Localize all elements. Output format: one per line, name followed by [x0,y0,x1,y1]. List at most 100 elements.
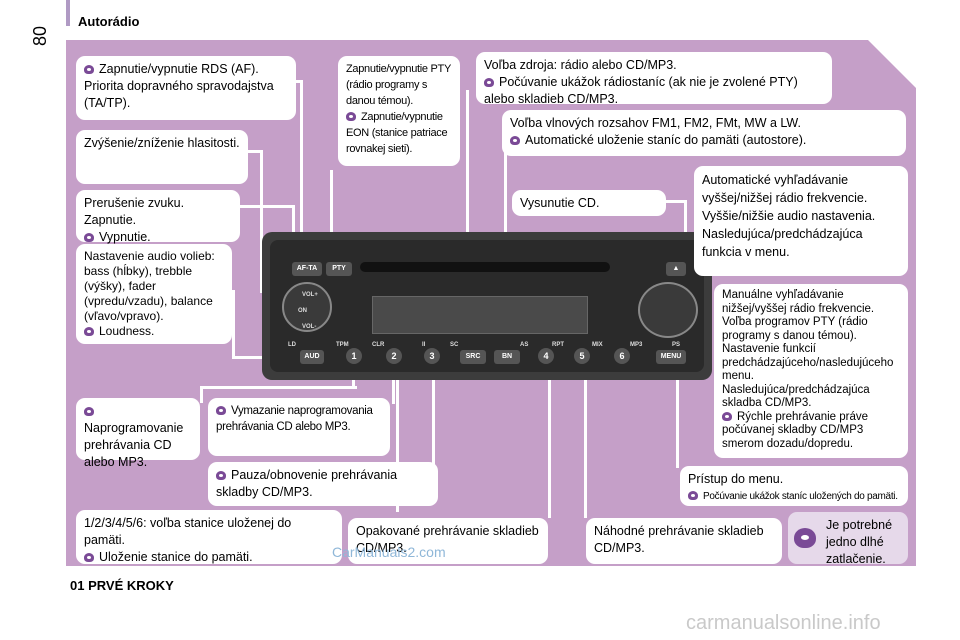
droplet-icon [84,233,94,242]
bn-button[interactable]: BN [494,350,520,364]
pointer-line [676,372,683,468]
preset-6-button[interactable]: 6 [614,348,630,364]
preset-1-button[interactable]: 1 [346,348,362,364]
callout-text: 1/2/3/4/5/6: voľba stanice uloženej do p… [84,516,292,547]
droplet-icon [346,112,356,121]
callout-audio: Nastavenie audio volieb: bass (hĺbky), t… [76,244,232,344]
vol-plus-label: VOL+ [302,292,318,298]
droplet-icon [794,528,816,548]
pointer-line [396,372,403,512]
callout-repeat: Opakované prehrávanie skladieb CD/MP3. [348,518,548,564]
callout-menu: Prístup do menu. Počúvanie ukážok staníc… [680,466,908,506]
pointer-line [352,372,359,388]
callout-manual-search: Manuálne vyhľadávanie nižšej/vyššej rádi… [714,284,908,458]
pointer-line [330,170,339,256]
callout-subtext: Rýchle prehrávanie práve počúvanej sklad… [722,410,869,450]
callout-pty: Zapnutie/vypnutie PTY (rádio programy s … [338,56,460,166]
pointer-line [392,372,399,404]
callout-text: Pauza/obnovenie prehrávania skladby CD/M… [216,468,398,499]
callout-text: Prerušenie zvuku. Zapnutie. [84,196,185,227]
callout-text: Je potrebné jedno dlhé zatlačenie. [826,518,893,566]
droplet-icon [84,327,94,336]
callout-pause: Pauza/obnovenie prehrávania skladby CD/M… [208,462,438,506]
pointer-line [584,372,591,518]
callout-hint: Je potrebné jedno dlhé zatlačenie. [788,512,908,566]
callout-text: Naprogramovanie prehrávania CD alebo MP3… [84,421,184,469]
callout-rds: Zapnutie/vypnutie RDS (AF). Priorita dop… [76,56,296,120]
clr-label: CLR [372,342,385,348]
callout-volume: Zvýšenie/zníženie hlasitosti. [76,130,248,184]
droplet-icon [216,471,226,480]
callout-text: Náhodné prehrávanie skladieb CD/MP3. [594,524,764,555]
af-ta-button[interactable]: AF-TA [292,262,322,276]
header-accent-bar [66,0,70,26]
callout-auto-search: Automatické vyhľadávanie vyššej/nižšej r… [694,166,908,276]
pointer-line [200,386,357,403]
preset-3-button[interactable]: 3 [424,348,440,364]
watermark: carmanualsonline.info [686,612,881,634]
droplet-icon [84,553,94,562]
callout-text: Automatické vyhľadávanie vyššej/nižšej r… [702,173,868,205]
callout-text: Vymazanie naprogramovania prehrávania CD… [216,405,373,433]
rpt-label: RPT [552,342,564,348]
droplet-icon [216,406,226,415]
page-header-title: Autorádio [78,14,140,29]
navigation-ring[interactable] [638,282,698,338]
pointer-line [432,372,439,468]
droplet-icon [84,407,94,416]
aud-button[interactable]: AUD [300,350,324,364]
callout-subtext: Počúvanie ukážok rádiostaníc (ak nie je … [484,75,798,106]
radio-display [372,296,588,334]
preset-5-button[interactable]: 5 [574,348,590,364]
callout-subtext: Zapnutie/vypnutie EON (stanice patriace … [346,111,448,155]
preset-2-button[interactable]: 2 [386,348,402,364]
callout-subtext: Automatické uloženie staníc do pamäti (a… [525,133,807,147]
callout-text: Zapnutie/vypnutie PTY (rádio programy s … [346,63,451,107]
on-label: ON [298,308,307,314]
page-number: 80 [30,25,50,46]
callout-subtext: Priorita dopravného spravodajstva (TA/TP… [84,79,274,110]
callout-line: Vyššie/nižšie audio nastavenia. [702,209,876,223]
menu-button[interactable]: MENU [656,350,686,364]
droplet-icon [510,136,520,145]
callout-text: Zvýšenie/zníženie hlasitosti. [84,136,240,150]
callout-reprogram: Naprogramovanie prehrávania CD alebo MP3… [76,398,200,469]
pointer-line [548,372,555,518]
src-button[interactable]: SRC [460,350,486,364]
callout-line: Nastavenie funkcií predchádzajúceho/nasl… [722,343,894,382]
pointer-line [248,150,263,293]
sc-label: SC [450,342,459,348]
callout-eject: Vysunutie CD. [512,190,666,216]
pointer-line [290,80,303,259]
callout-line: Manuálne vyhľadávanie nižšej/vyššej rádi… [722,289,875,315]
as-label: AS [520,342,529,348]
callout-text: Vysunutie CD. [520,196,600,210]
cd-slot[interactable] [360,262,610,272]
callout-mute: Prerušenie zvuku. Zapnutie. Vypnutie. [76,190,240,244]
callout-text: Voľba zdroja: rádio alebo CD/MP3. [484,58,677,72]
vol-minus-label: VOL- [302,324,317,330]
callout-text: Zapnutie/vypnutie RDS (AF). [99,62,259,76]
callout-erase: Vymazanie naprogramovania prehrávania CD… [208,398,390,456]
preset-4-button[interactable]: 4 [538,348,554,364]
callout-presets: 1/2/3/4/5/6: voľba stanice uloženej do p… [76,510,342,564]
callout-text: Voľba vlnových rozsahov FM1, FM2, FMt, M… [510,116,801,130]
volume-knob[interactable] [282,282,332,332]
callout-subtext: Počúvanie ukážok staníc uložených do pam… [703,491,898,502]
callout-line: Nasledujúca/predchádzajúca funkcia v men… [702,227,863,259]
callout-random: Náhodné prehrávanie skladieb CD/MP3. [586,518,782,564]
callout-text: Nastavenie audio volieb: bass (hĺbky), t… [84,249,215,323]
droplet-icon [484,78,494,87]
droplet-icon [688,491,698,500]
droplet-icon [722,411,732,421]
callout-subtext: Loudness. [99,324,155,338]
pause-label: II [422,342,426,348]
mix-label: MIX [592,342,603,348]
section-title: 01 PRVÉ KROKY [70,578,174,593]
ps-label: PS [672,342,681,348]
callout-line: Nasledujúca/predchádzajúca skladba CD/MP… [722,383,870,410]
callout-band: Voľba vlnových rozsahov FM1, FM2, FMt, M… [502,110,906,156]
watermark: CarManuals2.com [332,544,446,560]
pty-button[interactable]: PTY [326,262,352,276]
eject-button[interactable]: ▲ [666,262,686,276]
